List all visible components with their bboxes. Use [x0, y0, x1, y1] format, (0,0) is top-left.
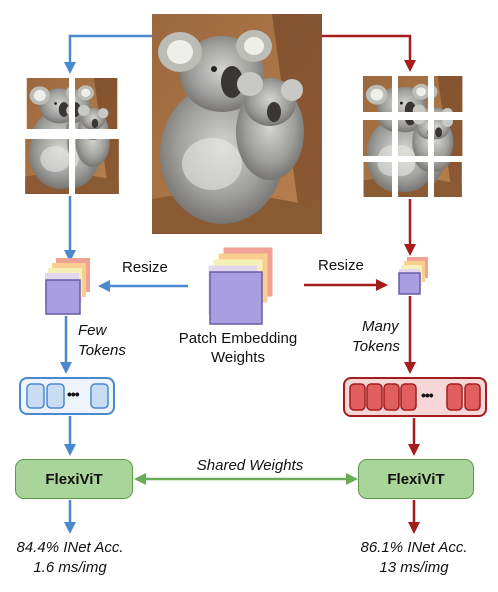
right-patch-grid [362, 76, 463, 197]
patch-embedding-label-line1: Patch Embedding [178, 330, 298, 347]
resize-arrowhead-left [98, 280, 110, 292]
left-token-ellipsis: ••• [67, 386, 80, 402]
few-tokens-label-line2: Tokens [78, 342, 126, 359]
shared-arrowhead-left [134, 473, 146, 485]
arrow-to-right-patches [322, 34, 412, 62]
right-result-accuracy: 86.1% INet Acc. [360, 539, 468, 556]
left-resized-stack [45, 258, 90, 315]
patch-embedding-stack [208, 247, 273, 325]
patch-embedding-label-line2: Weights [211, 349, 265, 366]
shared-weights-label: Shared Weights [196, 457, 304, 474]
left-resize-label: Resize [122, 259, 168, 276]
right-flexivit-box: FlexiViT [358, 459, 474, 499]
arrowhead-right-down-1 [404, 244, 416, 256]
left-patch-grid [25, 78, 119, 194]
right-resized-stack [398, 257, 428, 295]
right-result-latency: 13 ms/img [379, 559, 449, 576]
arrowhead-left-patches [64, 62, 76, 74]
left-result-latency: 1.6 ms/img [33, 559, 107, 576]
arrowhead-left-down-4 [64, 522, 76, 534]
koala-image-center [152, 14, 322, 234]
right-token-ellipsis: ••• [421, 387, 434, 403]
resize-arrowhead-right [376, 279, 388, 291]
right-resize-label: Resize [318, 257, 364, 274]
left-result-accuracy: 84.4% INet Acc. [16, 539, 124, 556]
few-tokens-label-line1: Few [78, 322, 107, 339]
right-token-bar [343, 377, 487, 417]
arrowhead-right-down-4 [408, 522, 420, 534]
arrowhead-right-down-2 [404, 362, 416, 374]
shared-arrowhead-right [346, 473, 358, 485]
left-token-bar [19, 377, 115, 415]
arrowhead-left-down-3 [64, 444, 76, 456]
many-tokens-label-line2: Tokens [352, 338, 400, 355]
left-flexivit-box: FlexiViT [15, 459, 133, 499]
arrow-to-left-patches [68, 34, 152, 64]
arrowhead-right-down-3 [408, 444, 420, 456]
many-tokens-label-line1: Many [362, 318, 399, 335]
arrowhead-left-down-2 [60, 362, 72, 374]
arrowhead-left-down-1 [64, 250, 76, 262]
arrowhead-right-patches [404, 60, 416, 72]
